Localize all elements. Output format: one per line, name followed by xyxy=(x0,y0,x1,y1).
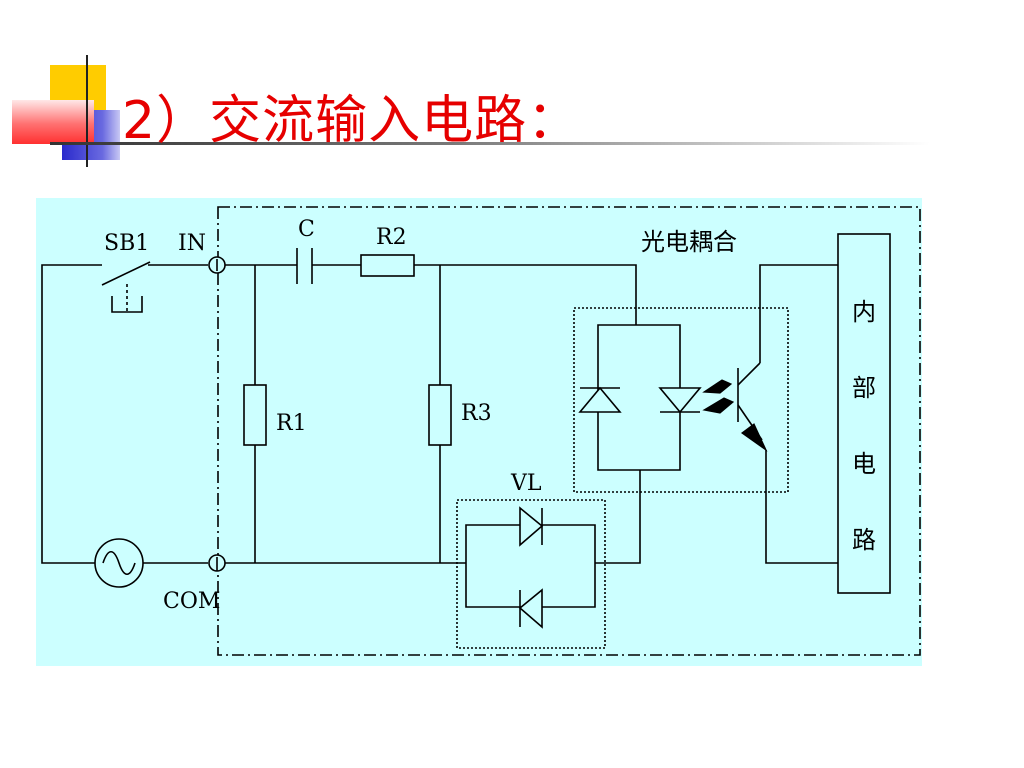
diode-opto-left xyxy=(578,386,622,413)
label-internal-3: 电 xyxy=(852,450,876,478)
deco-vertical-line xyxy=(86,55,88,167)
label-r2: R2 xyxy=(376,225,407,250)
label-r1: R1 xyxy=(276,411,307,436)
phototransistor xyxy=(737,264,838,564)
label-com: COM xyxy=(163,589,220,614)
module-boundary xyxy=(217,206,921,656)
light-arrow-upper-icon xyxy=(702,379,733,394)
label-sb1: SB1 xyxy=(104,231,149,256)
ac-source xyxy=(94,538,144,588)
switch-sb1 xyxy=(101,261,151,313)
emitter-arrow-icon xyxy=(740,423,768,452)
wire-left-loop xyxy=(41,264,102,564)
vl-box xyxy=(456,499,606,649)
label-r3: R3 xyxy=(461,401,492,426)
label-internal-2: 部 xyxy=(852,374,876,402)
label-internal-1: 内 xyxy=(852,298,876,326)
label-internal-4: 路 xyxy=(852,526,876,554)
title-rule xyxy=(50,142,930,145)
deco-red-square xyxy=(12,100,94,144)
diode-vl-lower xyxy=(518,588,543,629)
page-title: 2）交流输入电路： xyxy=(122,91,581,151)
vl-wiring xyxy=(465,470,641,608)
led-opto xyxy=(658,387,702,414)
optocoupler-box xyxy=(573,307,789,493)
capacitor-c xyxy=(296,248,313,284)
diode-vl-upper xyxy=(519,506,544,547)
wire-r2-to-node xyxy=(414,264,637,325)
label-c: C xyxy=(298,217,315,242)
internal-circuit-block xyxy=(837,233,891,594)
light-arrow-lower-icon xyxy=(702,397,735,414)
label-vl: VL xyxy=(510,471,542,496)
opto-input-loop xyxy=(597,324,681,471)
diagram-background xyxy=(36,198,922,666)
label-optocoupler: 光电耦合 xyxy=(641,228,737,256)
label-in: IN xyxy=(178,231,206,256)
